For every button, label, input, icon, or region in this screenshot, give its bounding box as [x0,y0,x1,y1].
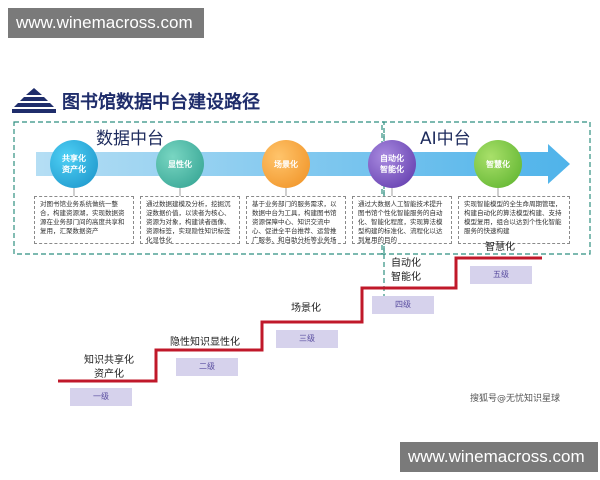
description-2: 通过数据建模及分析，挖掘沉淀数据价值，以读者为核心、资源为对象，构建读者画像、资… [140,196,240,244]
stage-label-5: 智慧化 [485,242,515,253]
level-box-3: 三级 [276,330,338,348]
data-middle-platform-frame [13,121,385,255]
level-box-1: 一级 [70,388,132,406]
level-box-5: 五级 [470,266,532,284]
description-1: 对图书馆业务系统做统一整合，构建资源湖，实现数据资源在业务部门间的高度共享和复用… [34,196,134,244]
stage-label-2: 隐性知识显性化 [170,337,240,348]
description-4: 通过大数据人工智能技术提升图书馆个性化智能服务的自动化、智能化程度，实现算法模型… [352,196,452,244]
library-logo [12,88,56,113]
stage-circle-5: 智慧化 [474,140,522,188]
description-3: 基于业务部门的服务需求，以数据中台为工具，构建图书馆资源保障中心、知识交流中心、… [246,196,346,244]
description-5: 实现智能模型的全生命周期管理，构建自动化的算法模型构建、支持模型复用，组合以达到… [458,196,570,244]
watermark-bottom: www.winemacross.com [400,442,598,472]
stage-circle-1: 共享化 资产化 [50,140,98,188]
stair-line [58,256,542,383]
stage-label-1: 知识共享化 资产化 [84,355,134,380]
watermark-top: www.winemacross.com [8,8,204,38]
ai-middle-platform-frame [381,121,591,255]
stage-circle-2: 显性化 [156,140,204,188]
stage-circle-4: 自动化 智能化 [368,140,416,188]
region-label-ai: AI中台 [420,129,471,149]
level-box-4: 四级 [372,296,434,314]
page-title: 图书馆数据中台建设路径 [62,92,260,113]
region-label-data: 数据中台 [96,129,164,149]
stage-label-3: 场景化 [291,303,321,314]
level-box-2: 二级 [176,358,238,376]
stage-circle-3: 场景化 [262,140,310,188]
source-credit: 搜狐号@无忧知识星球 [470,394,561,404]
stage-label-4: 自动化 智能化 [391,258,421,283]
